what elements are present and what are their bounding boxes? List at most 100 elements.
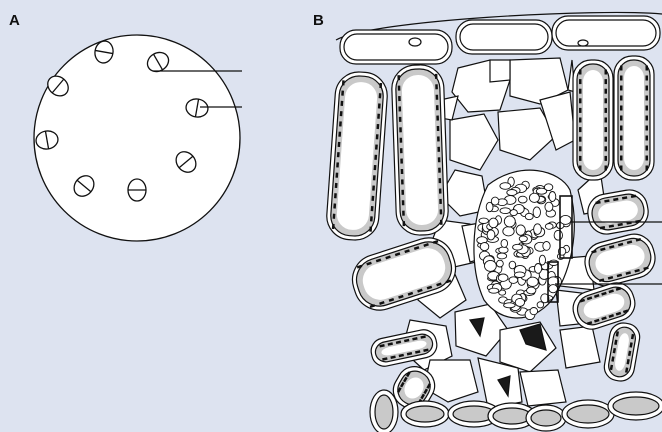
chloroplast bbox=[377, 114, 380, 119]
chloroplast bbox=[399, 117, 402, 122]
xylem-vessel bbox=[504, 303, 516, 308]
xylem-vessel bbox=[489, 218, 498, 228]
upper-epidermis-cells bbox=[340, 16, 660, 64]
xylem-vessel bbox=[510, 210, 517, 216]
fiber-cell bbox=[573, 60, 613, 180]
vacuole bbox=[624, 66, 644, 170]
chloroplast bbox=[400, 138, 403, 143]
xylem-vessel bbox=[519, 236, 527, 242]
chloroplast bbox=[605, 146, 608, 151]
chloroplast bbox=[437, 147, 440, 152]
fiber-cell bbox=[325, 70, 389, 241]
chloroplast bbox=[402, 200, 405, 205]
vacuole bbox=[401, 74, 438, 225]
chloroplast bbox=[646, 66, 649, 71]
chloroplast bbox=[579, 98, 582, 103]
xylem-vessel bbox=[560, 215, 571, 224]
chloroplast bbox=[646, 166, 649, 171]
chloroplast bbox=[372, 186, 375, 191]
xylem-vessel bbox=[489, 288, 499, 293]
xylem-vessel bbox=[536, 188, 546, 194]
xylem-vessel bbox=[491, 197, 499, 205]
chloroplast bbox=[335, 173, 338, 178]
chloroplast bbox=[620, 86, 623, 91]
xylem-vessel bbox=[530, 308, 538, 315]
nucleus bbox=[578, 40, 588, 46]
xylem-vessel bbox=[503, 227, 514, 236]
chloroplast bbox=[401, 190, 404, 195]
chloroplast bbox=[340, 111, 343, 116]
xylem-vessel bbox=[485, 260, 497, 271]
chloroplast bbox=[333, 214, 336, 219]
chloroplast bbox=[371, 206, 374, 211]
chloroplast bbox=[440, 209, 443, 214]
xylem-vessel bbox=[509, 261, 516, 269]
nucleus bbox=[409, 38, 421, 46]
xylem-vessel bbox=[533, 207, 540, 218]
chloroplast bbox=[342, 80, 345, 85]
chloroplast bbox=[620, 146, 623, 151]
xylem-vessel bbox=[534, 224, 542, 235]
chloroplast bbox=[605, 89, 608, 94]
fiber-cell bbox=[602, 321, 642, 383]
xylem-vessel bbox=[500, 208, 510, 214]
chloroplast bbox=[379, 83, 382, 88]
chloroplast bbox=[646, 96, 649, 101]
chloroplast bbox=[438, 168, 441, 173]
epidermis-cytoplasm bbox=[375, 395, 393, 429]
xylem-vessel bbox=[545, 224, 553, 230]
chloroplast bbox=[579, 166, 582, 171]
chloroplast bbox=[579, 79, 582, 84]
chloroplast bbox=[401, 169, 404, 174]
chloroplast bbox=[370, 216, 373, 221]
epidermis-cell bbox=[456, 20, 552, 54]
chloroplast bbox=[439, 199, 442, 204]
xylem-vessel bbox=[500, 183, 511, 190]
chloroplast bbox=[369, 227, 372, 232]
parenchyma-cell bbox=[560, 326, 600, 368]
chloroplast bbox=[376, 134, 379, 139]
chloroplast bbox=[336, 162, 339, 167]
xylem-vessel bbox=[487, 230, 495, 240]
xylem-vessel bbox=[529, 193, 539, 202]
parenchyma-cell bbox=[490, 60, 510, 82]
chloroplast bbox=[374, 165, 377, 170]
chloroplast bbox=[605, 166, 608, 171]
chloroplast bbox=[620, 166, 623, 171]
xylem-vessel bbox=[525, 213, 533, 219]
chloroplast bbox=[605, 137, 608, 142]
chloroplast bbox=[435, 74, 438, 79]
chloroplast bbox=[379, 93, 382, 98]
chloroplast bbox=[579, 156, 582, 161]
chloroplast bbox=[579, 70, 582, 75]
chloroplast bbox=[620, 136, 623, 141]
chloroplast bbox=[579, 118, 582, 123]
chloroplast bbox=[440, 220, 443, 225]
chloroplast bbox=[378, 103, 381, 108]
epidermis-cytoplasm bbox=[406, 406, 444, 422]
xylem-vessel bbox=[549, 285, 558, 293]
xylem-vessel bbox=[554, 230, 562, 240]
chloroplast bbox=[579, 89, 582, 94]
chloroplast bbox=[375, 144, 378, 149]
panel-b-diagram bbox=[325, 12, 662, 432]
xylem-vessel bbox=[507, 190, 517, 196]
chloroplast bbox=[620, 106, 623, 111]
xylem-vessel bbox=[543, 242, 550, 251]
xylem-vessel bbox=[499, 247, 508, 253]
chloroplast bbox=[646, 76, 649, 81]
xylem-vessel bbox=[535, 264, 542, 274]
chloroplast bbox=[435, 84, 438, 89]
chloroplast bbox=[436, 116, 439, 121]
chloroplast bbox=[400, 159, 403, 164]
chloroplast bbox=[338, 142, 341, 147]
chloroplast bbox=[397, 75, 400, 80]
xylem-vessel bbox=[545, 202, 553, 211]
parenchyma-cell bbox=[520, 370, 566, 406]
chloroplast bbox=[437, 136, 440, 141]
chloroplast bbox=[620, 96, 623, 101]
chloroplast bbox=[620, 126, 623, 131]
chloroplast bbox=[371, 196, 374, 201]
chloroplast bbox=[373, 175, 376, 180]
